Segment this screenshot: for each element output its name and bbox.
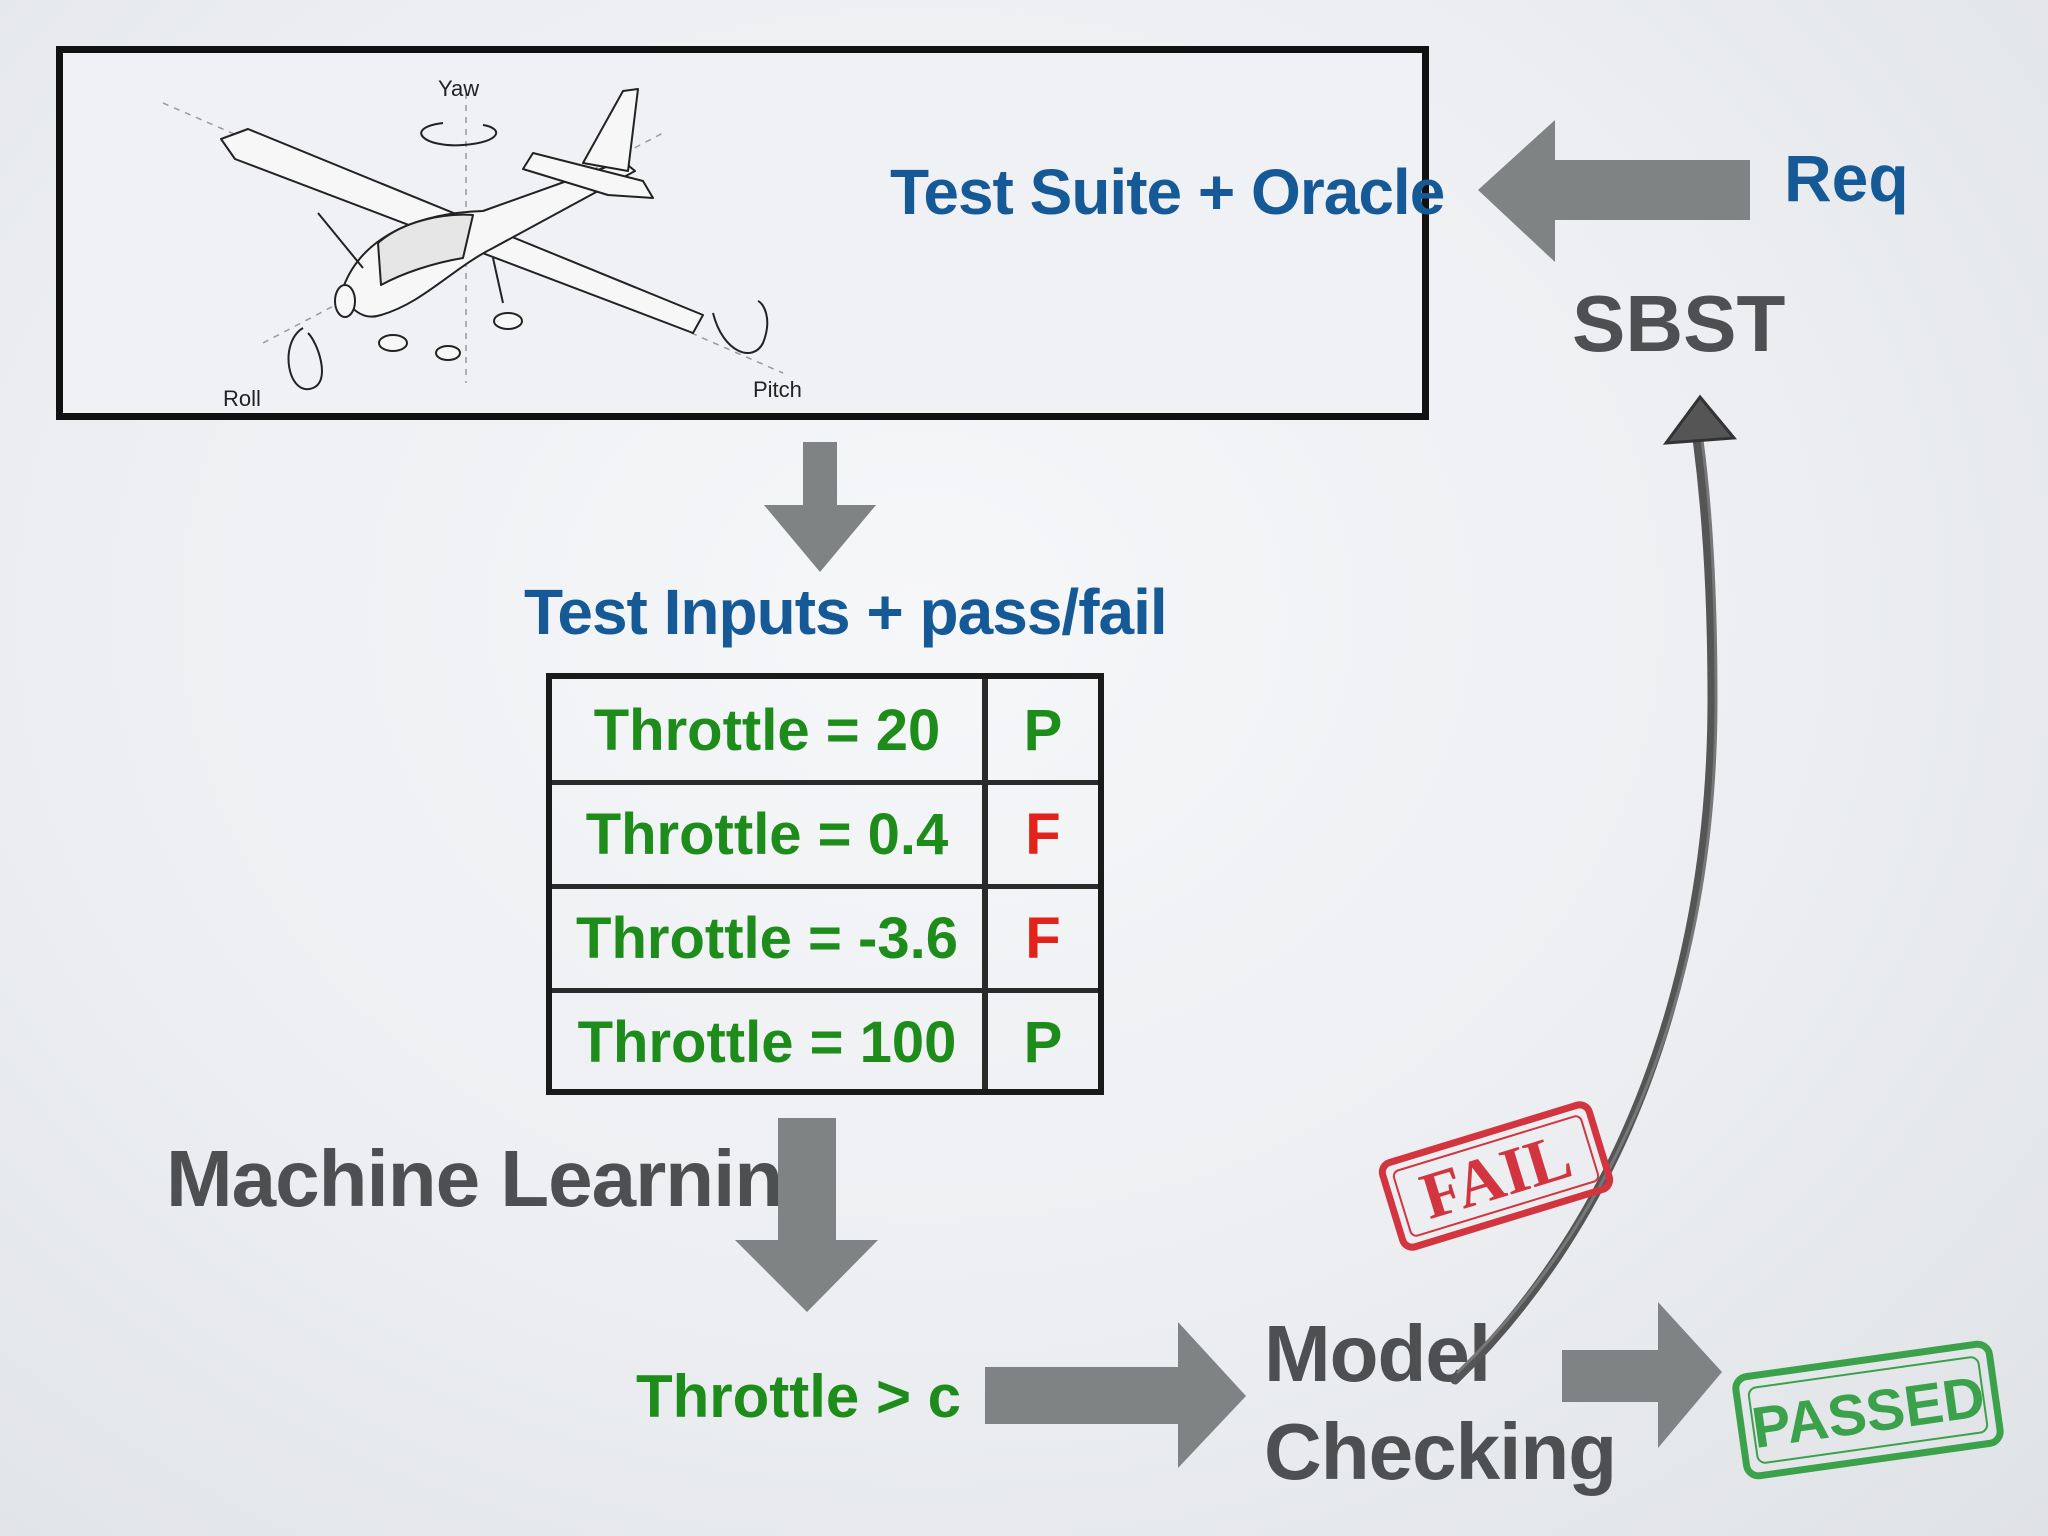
machine-learning-label: Machine Learning <box>166 1134 831 1223</box>
table-row-divider <box>552 988 1098 993</box>
table-row: Throttle = 100 P <box>552 991 1098 1094</box>
verdict-cell: F <box>1025 906 1061 971</box>
table-row-divider <box>552 780 1098 785</box>
test-inputs-table: Throttle = 20 P Throttle = 0.4 F Throttl… <box>546 673 1104 1095</box>
pitch-label: Pitch <box>753 377 802 402</box>
test-inputs-title: Test Inputs + pass/fail <box>524 576 1168 648</box>
inputs-to-rule-arrow <box>735 1118 878 1312</box>
learned-rule-label: Throttle > c <box>636 1363 962 1430</box>
airplane-illustration: Yaw Roll Pitch <box>162 76 802 411</box>
test-suite-box: Yaw Roll Pitch <box>56 46 1429 420</box>
table-row: Throttle = 20 P <box>552 679 1098 782</box>
req-to-suite-arrow <box>1478 120 1750 262</box>
test-suite-title: Test Suite + Oracle <box>890 156 1445 228</box>
verdict-cell: P <box>1023 698 1063 763</box>
table-row: Throttle = 0.4 F <box>552 783 1098 886</box>
fail-to-sbst-curved-arrow <box>1450 433 1718 1385</box>
roll-label: Roll <box>223 386 261 411</box>
throttle-input-cell: Throttle = 100 <box>577 1010 957 1075</box>
throttle-input-cell: Throttle = 20 <box>593 698 941 763</box>
table-row: Throttle = -3.6 F <box>552 887 1098 990</box>
model-checking-to-passed-arrow <box>1562 1302 1722 1448</box>
table-row-divider <box>552 884 1098 889</box>
model-checking-line2: Checking <box>1264 1407 1617 1496</box>
svg-text:FAIL: FAIL <box>1412 1119 1579 1233</box>
throttle-input-cell: Throttle = -3.6 <box>576 906 958 971</box>
yaw-label: Yaw <box>438 76 479 101</box>
throttle-input-cell: Throttle = 0.4 <box>585 802 949 867</box>
sbst-arrowhead <box>1662 394 1738 445</box>
passed-stamp: PASSED <box>1732 1340 2004 1480</box>
verdict-cell: F <box>1025 802 1061 867</box>
rule-to-model-checking-arrow <box>985 1322 1246 1468</box>
sbst-label: SBST <box>1572 279 1786 368</box>
verdict-cell: P <box>1023 1010 1063 1075</box>
suite-to-inputs-arrow <box>764 442 876 572</box>
req-label: Req <box>1784 141 1909 215</box>
